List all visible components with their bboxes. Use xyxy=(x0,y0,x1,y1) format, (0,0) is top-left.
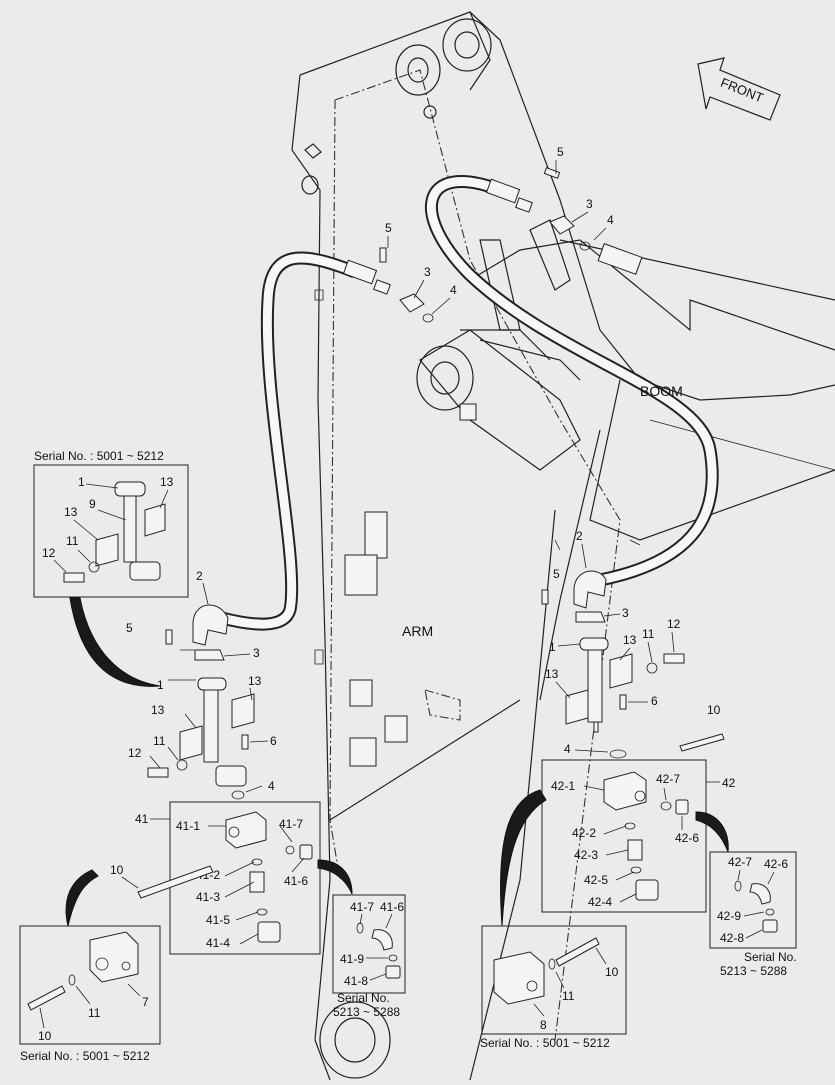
serial-label: 5213 ~ 5288 xyxy=(720,964,787,978)
callout: 41-9 xyxy=(340,952,364,966)
callout: 7 xyxy=(142,995,149,1009)
callout: 13 xyxy=(248,674,262,688)
callout: 6 xyxy=(270,734,277,748)
callout: 42 xyxy=(722,776,736,790)
callout: 13 xyxy=(545,667,559,681)
callout: 4 xyxy=(607,213,614,227)
callout: 42-6 xyxy=(764,857,788,871)
callout: 41-1 xyxy=(176,819,200,833)
upper-hose-fittings xyxy=(342,167,643,323)
serial-label: Serial No. : 5001 ~ 5212 xyxy=(480,1036,610,1050)
callout: 42-3 xyxy=(574,848,598,862)
callout: 5 xyxy=(126,621,133,635)
boom-label: BOOM xyxy=(640,383,683,399)
callout: 12 xyxy=(667,617,681,631)
callout: 11 xyxy=(153,734,166,748)
callout: 4 xyxy=(268,779,275,793)
callout: 42-2 xyxy=(572,826,596,840)
callout: 1 xyxy=(157,678,164,692)
hose-lines xyxy=(220,175,719,631)
serial-label: Serial No. xyxy=(744,950,797,964)
callout: 3 xyxy=(622,606,629,620)
arm-label: ARM xyxy=(402,623,433,639)
right-assembly: 2 5 3 1 13 11 12 13 6 10 4 xyxy=(541,529,725,759)
callout: 3 xyxy=(586,197,593,211)
callout: 13 xyxy=(64,505,78,519)
inset-left-top: Serial No. : 5001 ~ 5212 1 9 13 13 11 12 xyxy=(33,449,189,687)
callout: 11 xyxy=(562,989,575,1003)
callout: 41 xyxy=(135,812,149,826)
callout: 2 xyxy=(576,529,583,543)
callout: 41-6 xyxy=(380,900,404,914)
callout: 42-7 xyxy=(728,855,752,869)
callout: 42-1 xyxy=(551,779,575,793)
serial-label: Serial No. : 5001 ~ 5212 xyxy=(20,1049,150,1063)
callout: 41-7 xyxy=(350,900,374,914)
callout: 13 xyxy=(623,633,637,647)
front-arrow: FRONT xyxy=(697,57,781,121)
inset-right-bottom: 10 11 8 Serial No. : 5001 ~ 5212 xyxy=(480,789,627,1050)
callout: 11 xyxy=(642,627,655,641)
callout: 1 xyxy=(549,640,556,654)
callout: 3 xyxy=(253,646,260,660)
callout: 10 xyxy=(707,703,721,717)
callout: 10 xyxy=(38,1029,52,1043)
callout: 5 xyxy=(553,567,560,581)
callout: 11 xyxy=(88,1006,101,1020)
callout: 41-7 xyxy=(279,817,303,831)
callout: 1 xyxy=(78,475,85,489)
callout: 10 xyxy=(110,863,124,877)
callout: 41-4 xyxy=(206,936,230,950)
upper-callouts: 5 3 4 5 3 4 xyxy=(385,145,614,315)
callout: 4 xyxy=(564,742,571,756)
callout: 13 xyxy=(151,703,165,717)
callout: 10 xyxy=(605,965,619,979)
box-41: 41 41-1 41-7 41-6 41-2 41-3 41-5 41-4 10 xyxy=(110,801,321,955)
inset-right: 42-7 42-6 42-9 42-8 Serial No. 5213 ~ 52… xyxy=(695,811,797,978)
callout: 41-8 xyxy=(344,974,368,988)
callout: 42-4 xyxy=(588,895,612,909)
callout: 42-9 xyxy=(717,909,741,923)
callout: 42-5 xyxy=(584,873,608,887)
callout: 11 xyxy=(66,534,79,548)
callout: 6 xyxy=(651,694,658,708)
inset-left-bottom: 10 11 7 Serial No. : 5001 ~ 5212 xyxy=(19,869,161,1063)
callout: 12 xyxy=(128,746,142,760)
arm-structure xyxy=(291,11,835,1081)
callout: 4 xyxy=(450,283,457,297)
serial-label: 5213 ~ 5288 xyxy=(333,1005,400,1019)
serial-label: Serial No. xyxy=(337,991,390,1005)
serial-label: Serial No. : 5001 ~ 5212 xyxy=(34,449,164,463)
callout: 12 xyxy=(42,546,56,560)
callout: 9 xyxy=(89,497,96,511)
box-42: 42 42-1 42-7 42-6 42-2 42-3 42-5 42-4 xyxy=(541,759,736,913)
callout: 13 xyxy=(160,475,174,489)
callout: 2 xyxy=(196,569,203,583)
left-assembly: 2 5 3 1 13 13 11 12 6 4 xyxy=(126,569,277,800)
callout: 42-6 xyxy=(675,831,699,845)
callout: 8 xyxy=(540,1018,547,1032)
callout: 41-5 xyxy=(206,913,230,927)
callout: 5 xyxy=(557,145,564,159)
callout: 5 xyxy=(385,221,392,235)
callout: 41-3 xyxy=(196,890,220,904)
callout: 42-7 xyxy=(656,772,680,786)
callout: 42-8 xyxy=(720,931,744,945)
callout: 3 xyxy=(424,265,431,279)
callout: 41-6 xyxy=(284,874,308,888)
inset-mid: 41-7 41-6 41-9 41-8 Serial No. 5213 ~ 52… xyxy=(317,859,406,1019)
